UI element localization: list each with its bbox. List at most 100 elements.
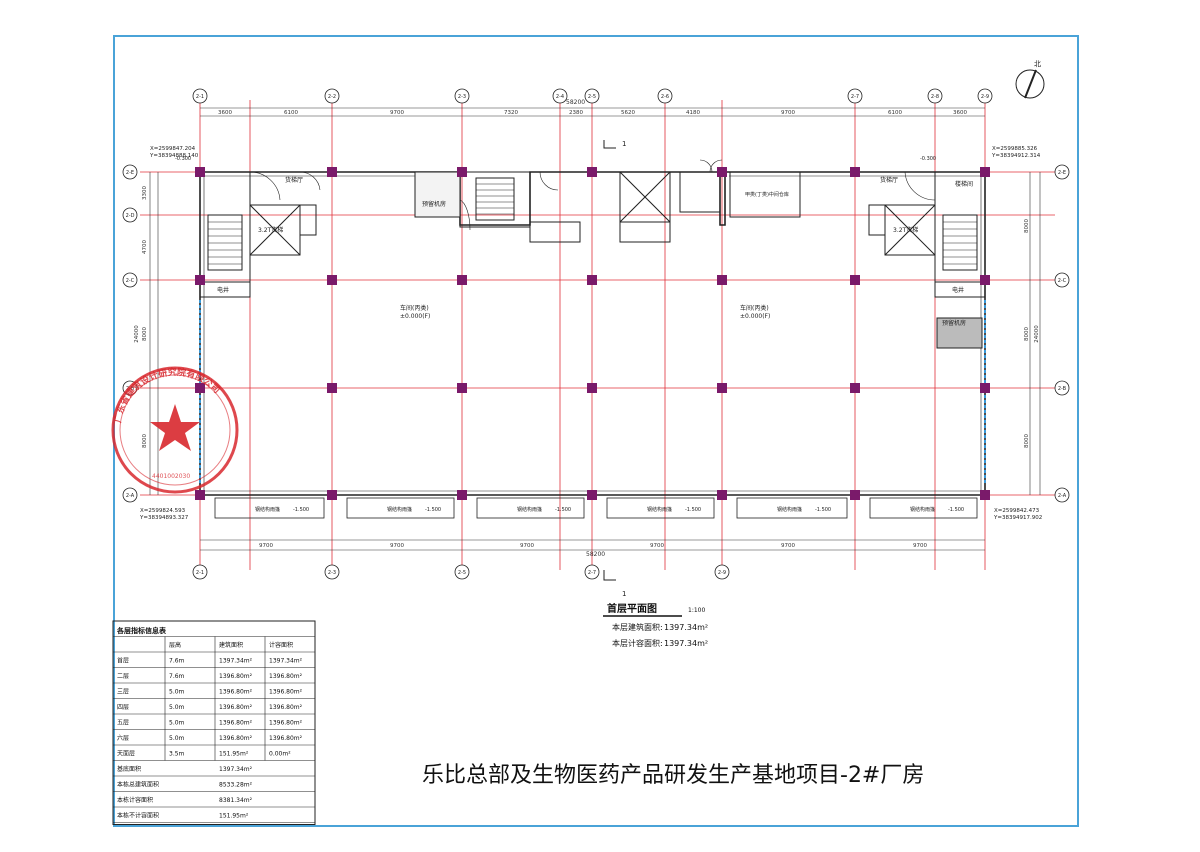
axis-bubble: 2-9	[714, 564, 730, 580]
canopy-label: 钢结构雨篷	[910, 506, 935, 513]
column	[980, 275, 990, 285]
table-cell: 1397.34m²	[269, 658, 303, 665]
axis-bubble: 2-7	[847, 88, 863, 104]
summary-value: 8533.28m²	[219, 782, 253, 789]
coord-tr-y: Y=38394912.314	[991, 153, 1041, 159]
axis-bubble: 2-6	[657, 88, 673, 104]
svg-text:8000: 8000	[1024, 434, 1030, 448]
coord-bl-x: X=2599824.593	[140, 508, 186, 514]
column	[457, 383, 467, 393]
calc-area-value: 1397.34m²	[664, 639, 708, 648]
column	[327, 167, 337, 177]
summary-label: 本栋计容面积	[117, 796, 153, 804]
coord-tl-y: Y=38394888.140	[149, 153, 199, 159]
table-cell: 1396.80m²	[219, 704, 253, 711]
column	[717, 490, 727, 500]
reserved-room-right: 预留机房	[942, 319, 966, 327]
svg-text:9700: 9700	[913, 543, 927, 549]
dim-overall-top: 58200	[566, 99, 585, 106]
axis-bubble: 2-A	[1054, 487, 1070, 503]
axis-bubble: 2-1	[192, 88, 208, 104]
column	[327, 383, 337, 393]
coord-bl-y: Y=38394893.327	[139, 515, 189, 521]
svg-text:24000: 24000	[1034, 325, 1040, 343]
svg-text:2-C: 2-C	[126, 278, 135, 284]
section-mark-bottom: 1	[622, 590, 626, 598]
svg-text:8000: 8000	[1024, 219, 1030, 233]
column	[587, 383, 597, 393]
column	[587, 275, 597, 285]
svg-text:2-7: 2-7	[588, 570, 596, 576]
table-cell: 六层	[117, 734, 129, 742]
svg-text:2-D: 2-D	[126, 213, 135, 219]
svg-text:2-1: 2-1	[196, 94, 204, 100]
svg-text:2380: 2380	[569, 110, 583, 116]
axis-bubble: 2-7	[584, 564, 600, 580]
table-cell: 1396.80m²	[269, 704, 303, 711]
svg-text:6100: 6100	[284, 110, 298, 116]
column	[327, 275, 337, 285]
dim-overall-bottom: 58200	[586, 551, 605, 558]
column	[850, 383, 860, 393]
svg-text:9700: 9700	[650, 543, 664, 549]
table-cell: 1396.80m²	[219, 689, 253, 696]
svg-text:9700: 9700	[520, 543, 534, 549]
summary-label: 基底面积	[117, 765, 141, 773]
axis-bubble: 2-E	[1054, 164, 1070, 180]
axis-bubble: 2-9	[977, 88, 993, 104]
workshop-right-level: ±0.000(F)	[740, 313, 770, 320]
dimension-lines	[149, 107, 1041, 551]
axis-bubble: 2-E	[122, 164, 138, 180]
canopy-bays	[214, 497, 978, 519]
canopy-level: -1.500	[555, 507, 571, 513]
summary-label: 本栋不计容面积	[117, 812, 159, 820]
reserved-room-left: 预留机房	[422, 200, 446, 208]
svg-text:2-9: 2-9	[718, 570, 726, 576]
table-cell: 3.5m	[169, 751, 185, 758]
workshop-left-label: 车间(丙类)	[400, 304, 429, 312]
table-cell: 7.6m	[169, 658, 185, 665]
column	[457, 275, 467, 285]
table-cell: 天面层	[117, 751, 135, 758]
power-well-right: 电井	[952, 286, 964, 294]
column	[717, 383, 727, 393]
coord-br-y: Y=38394917.902	[993, 515, 1042, 521]
canopy-level: -1.500	[948, 507, 964, 513]
ground-level-right: -0.300	[920, 156, 936, 162]
coord-tr-x: X=2599885.326	[992, 146, 1038, 152]
coord-br-x: X=2599842.473	[994, 508, 1040, 514]
elevator-hall-right: 货梯厅	[880, 176, 898, 184]
svg-text:9700: 9700	[259, 543, 273, 549]
canopy-level: -1.500	[815, 507, 831, 513]
svg-text:2-5: 2-5	[458, 570, 466, 576]
column	[980, 490, 990, 500]
svg-text:9700: 9700	[390, 543, 404, 549]
canopy-label: 钢结构雨篷	[647, 506, 672, 513]
elevator-left-label: 3.2T货梯	[258, 226, 283, 234]
coord-tl-x: X=2599847.204	[150, 146, 196, 152]
workshop-left-level: ±0.000(F)	[400, 313, 430, 320]
summary-value: 151.95m²	[219, 813, 249, 820]
svg-text:2-2: 2-2	[328, 94, 336, 100]
column	[980, 167, 990, 177]
axis-bubble: 2-A	[122, 487, 138, 503]
table-cell: 三层	[117, 689, 129, 696]
svg-text:2-C: 2-C	[1058, 278, 1067, 284]
axis-bubble: 2-D	[122, 207, 138, 223]
svg-text:2-A: 2-A	[1058, 493, 1067, 499]
svg-text:2-8: 2-8	[931, 94, 939, 100]
column	[850, 167, 860, 177]
structural-columns	[195, 167, 990, 500]
axis-bubble: 2-3	[324, 564, 340, 580]
column	[587, 490, 597, 500]
table-cell: 1396.80m²	[219, 720, 253, 727]
svg-text:4180: 4180	[686, 110, 700, 116]
star-icon	[150, 404, 200, 451]
table-cell: 五层	[117, 720, 129, 727]
column	[195, 167, 205, 177]
table-cell: 7.6m	[169, 673, 185, 680]
column	[717, 167, 727, 177]
